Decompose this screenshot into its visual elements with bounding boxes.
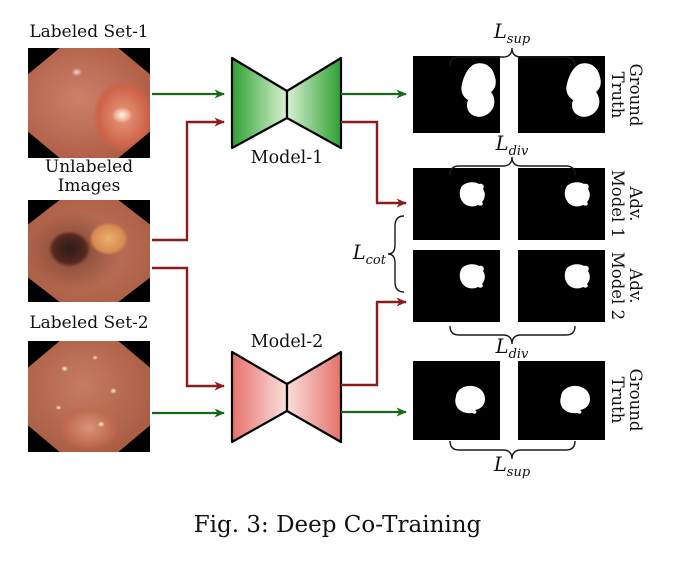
model-2-label: Model-2	[250, 332, 324, 352]
loss-label-lsup-bottom: Lsup	[479, 453, 545, 480]
ground-truth-bottom-label: Ground Truth	[607, 368, 645, 432]
arrow-unlabeled-to-model2	[152, 266, 225, 391]
mask-ground-truth-2a	[413, 361, 500, 440]
loss-label-ldiv-top: Ldiv	[479, 132, 545, 159]
arrow-unlabeled-to-model1	[152, 117, 225, 242]
arrow-model1-to-adv1	[341, 120, 407, 208]
unlabeled-images-label: Unlabeled Images	[44, 157, 134, 197]
endoscopy-photo-2	[28, 200, 150, 302]
loss-subscript: div	[508, 346, 529, 362]
loss-letter: L	[495, 132, 509, 155]
model-2-shape	[230, 350, 343, 444]
mask-adv-model2-b	[518, 250, 605, 322]
mask-adv-model1-b	[518, 168, 605, 240]
loss-letter: L	[493, 20, 507, 43]
loss-letter: L	[493, 453, 507, 476]
model-1-label: Model-1	[250, 148, 324, 168]
mask-ground-truth-2b	[518, 361, 605, 440]
mask-ground-truth-1b	[518, 56, 605, 133]
endoscopy-photo-3	[28, 341, 150, 452]
loss-label-lsup-top: Lsup	[479, 20, 545, 47]
endoscopy-image-labeled-set-2	[28, 341, 150, 452]
mask-adv-model1-a	[413, 168, 500, 240]
loss-label-ldiv-bottom: Ldiv	[479, 335, 545, 362]
loss-subscript: cot	[365, 252, 386, 268]
adv-model-2-label: Adv. Model 2	[607, 251, 645, 321]
endoscopy-image-unlabeled	[28, 200, 150, 302]
labeled-set-2-label: Labeled Set-2	[29, 313, 149, 333]
ground-truth-top-label: Ground Truth	[607, 63, 645, 127]
loss-subscript: div	[508, 143, 529, 159]
loss-letter: L	[352, 241, 366, 264]
figure-caption: Fig. 3: Deep Co-Training	[193, 512, 482, 538]
adv-model-1-label: Adv. Model 1	[607, 169, 645, 239]
endoscopy-photo-1	[28, 48, 150, 158]
model-1-shape	[230, 56, 343, 150]
loss-subscript: sup	[506, 464, 531, 480]
loss-subscript: sup	[506, 31, 531, 47]
loss-letter: L	[495, 335, 509, 358]
endoscopy-image-labeled-set-1	[28, 48, 150, 158]
labeled-set-1-label: Labeled Set-1	[29, 22, 149, 42]
loss-label-lcot: Lcot	[338, 241, 386, 268]
arrow-model2-to-adv2	[341, 297, 407, 387]
mask-ground-truth-1a	[413, 56, 500, 133]
mask-adv-model2-a	[413, 250, 500, 322]
brace-lcot	[387, 215, 405, 293]
